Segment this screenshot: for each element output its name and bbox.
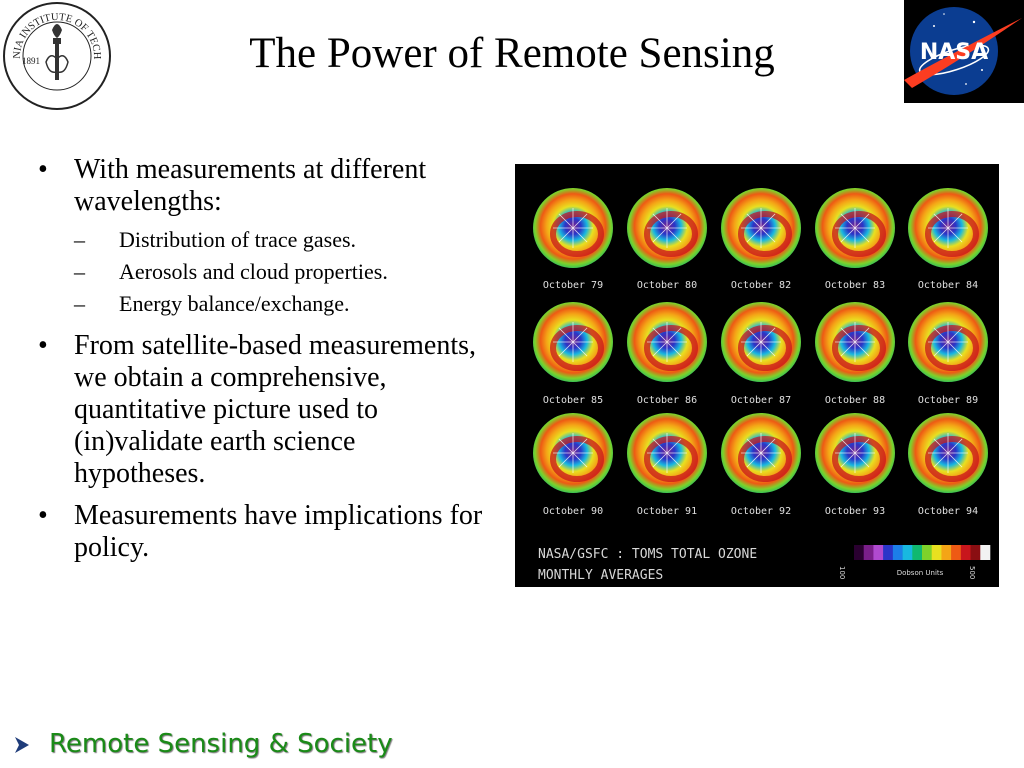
ozone-globe-label: October 79 (543, 280, 603, 291)
ozone-map-figure: October 79 October 80 October 82 October 83… (515, 164, 999, 587)
ozone-globe (908, 188, 988, 268)
colorbar-unit-label: Dobson Units (897, 569, 944, 577)
colorbar-swatch (892, 545, 903, 560)
ozone-globe-label: October 88 (825, 395, 885, 406)
sub-bullet-item: Distribution of trace gases. (74, 224, 490, 256)
ozone-globe (627, 302, 707, 382)
ozone-globe-label: October 80 (637, 280, 697, 291)
colorbar-swatch (912, 545, 923, 560)
sub-bullet-item: Energy balance/exchange. (74, 288, 490, 320)
ozone-globe (533, 188, 613, 268)
sub-bullet-list: Distribution of trace gases. Aerosols an… (74, 224, 490, 320)
colorbar-min-label: 100 (838, 566, 846, 579)
colorbar-swatch (854, 545, 865, 560)
slide-title: The Power of Remote Sensing (249, 30, 775, 77)
bullet-item: Measurements have implications for polic… (30, 500, 490, 564)
colorbar-max-label: 500 (968, 566, 976, 579)
nasa-logo-text: NASA (920, 40, 988, 65)
ozone-globe (721, 413, 801, 493)
colorbar-swatch (902, 545, 913, 560)
arrow-bullet-icon (15, 737, 29, 753)
colorbar-swatch (970, 545, 981, 560)
ozone-globe-label: October 85 (543, 395, 603, 406)
caltech-seal-icon: CALIFORNIA INSTITUTE OF TECHNOLOGY 1891 (0, 0, 111, 110)
colorbar-swatch (980, 545, 991, 560)
bullet-text: From satellite-based measurements, we ob… (74, 330, 476, 489)
colorbar (854, 545, 991, 560)
ozone-caption-line2: MONTHLY AVERAGES (538, 568, 663, 583)
ozone-globe-label: October 89 (918, 395, 978, 406)
ozone-globe (815, 188, 895, 268)
colorbar-swatch (941, 545, 952, 560)
sub-bullet-item: Aerosols and cloud properties. (74, 256, 490, 288)
ozone-globe (721, 302, 801, 382)
colorbar-swatch (863, 545, 874, 560)
footer-section-title: Remote Sensing & Society (49, 729, 393, 759)
bullet-list: With measurements at different wavelengt… (30, 154, 490, 564)
ozone-globe (908, 413, 988, 493)
colorbar-swatch (951, 545, 962, 560)
ozone-map-svg: October 79 October 80 October 82 October 83… (533, 188, 991, 583)
ozone-globe (627, 413, 707, 493)
colorbar-swatch (931, 545, 942, 560)
ozone-globe-label: October 86 (637, 395, 697, 406)
ozone-globe-label: October 87 (731, 395, 791, 406)
ozone-globe (815, 413, 895, 493)
ozone-globe-label: October 94 (918, 506, 978, 517)
bullet-item: With measurements at different wavelengt… (30, 154, 490, 320)
ozone-globe (533, 302, 613, 382)
slide-body: With measurements at different wavelengt… (30, 154, 490, 574)
bullet-text: Measurements have implications for polic… (74, 500, 483, 563)
nasa-meatball-icon: NASA (904, 7, 1022, 95)
ozone-globe-label: October 92 (731, 506, 791, 517)
colorbar-swatch (960, 545, 971, 560)
ozone-globe (533, 413, 613, 493)
ozone-globe-label: October 91 (637, 506, 697, 517)
ozone-globe-label: October 84 (918, 280, 978, 291)
ozone-globe-label: October 82 (731, 280, 791, 291)
ozone-globe (815, 302, 895, 382)
colorbar-swatch (922, 545, 933, 560)
ozone-globe (721, 188, 801, 268)
ozone-caption-line1: NASA/GSFC : TOMS TOTAL OZONE (538, 547, 757, 562)
ozone-globe-label: October 90 (543, 506, 603, 517)
colorbar-swatch (883, 545, 894, 560)
ozone-globe (908, 302, 988, 382)
bullet-item: From satellite-based measurements, we ob… (30, 330, 490, 490)
colorbar-swatch (873, 545, 884, 560)
ozone-globe-label: October 93 (825, 506, 885, 517)
bullet-text: With measurements at different wavelengt… (74, 154, 427, 217)
nasa-logo: NASA (904, 0, 1024, 103)
ozone-globe-label: October 83 (825, 280, 885, 291)
ozone-globe (627, 188, 707, 268)
caltech-seal-year: 1891 (22, 56, 40, 66)
